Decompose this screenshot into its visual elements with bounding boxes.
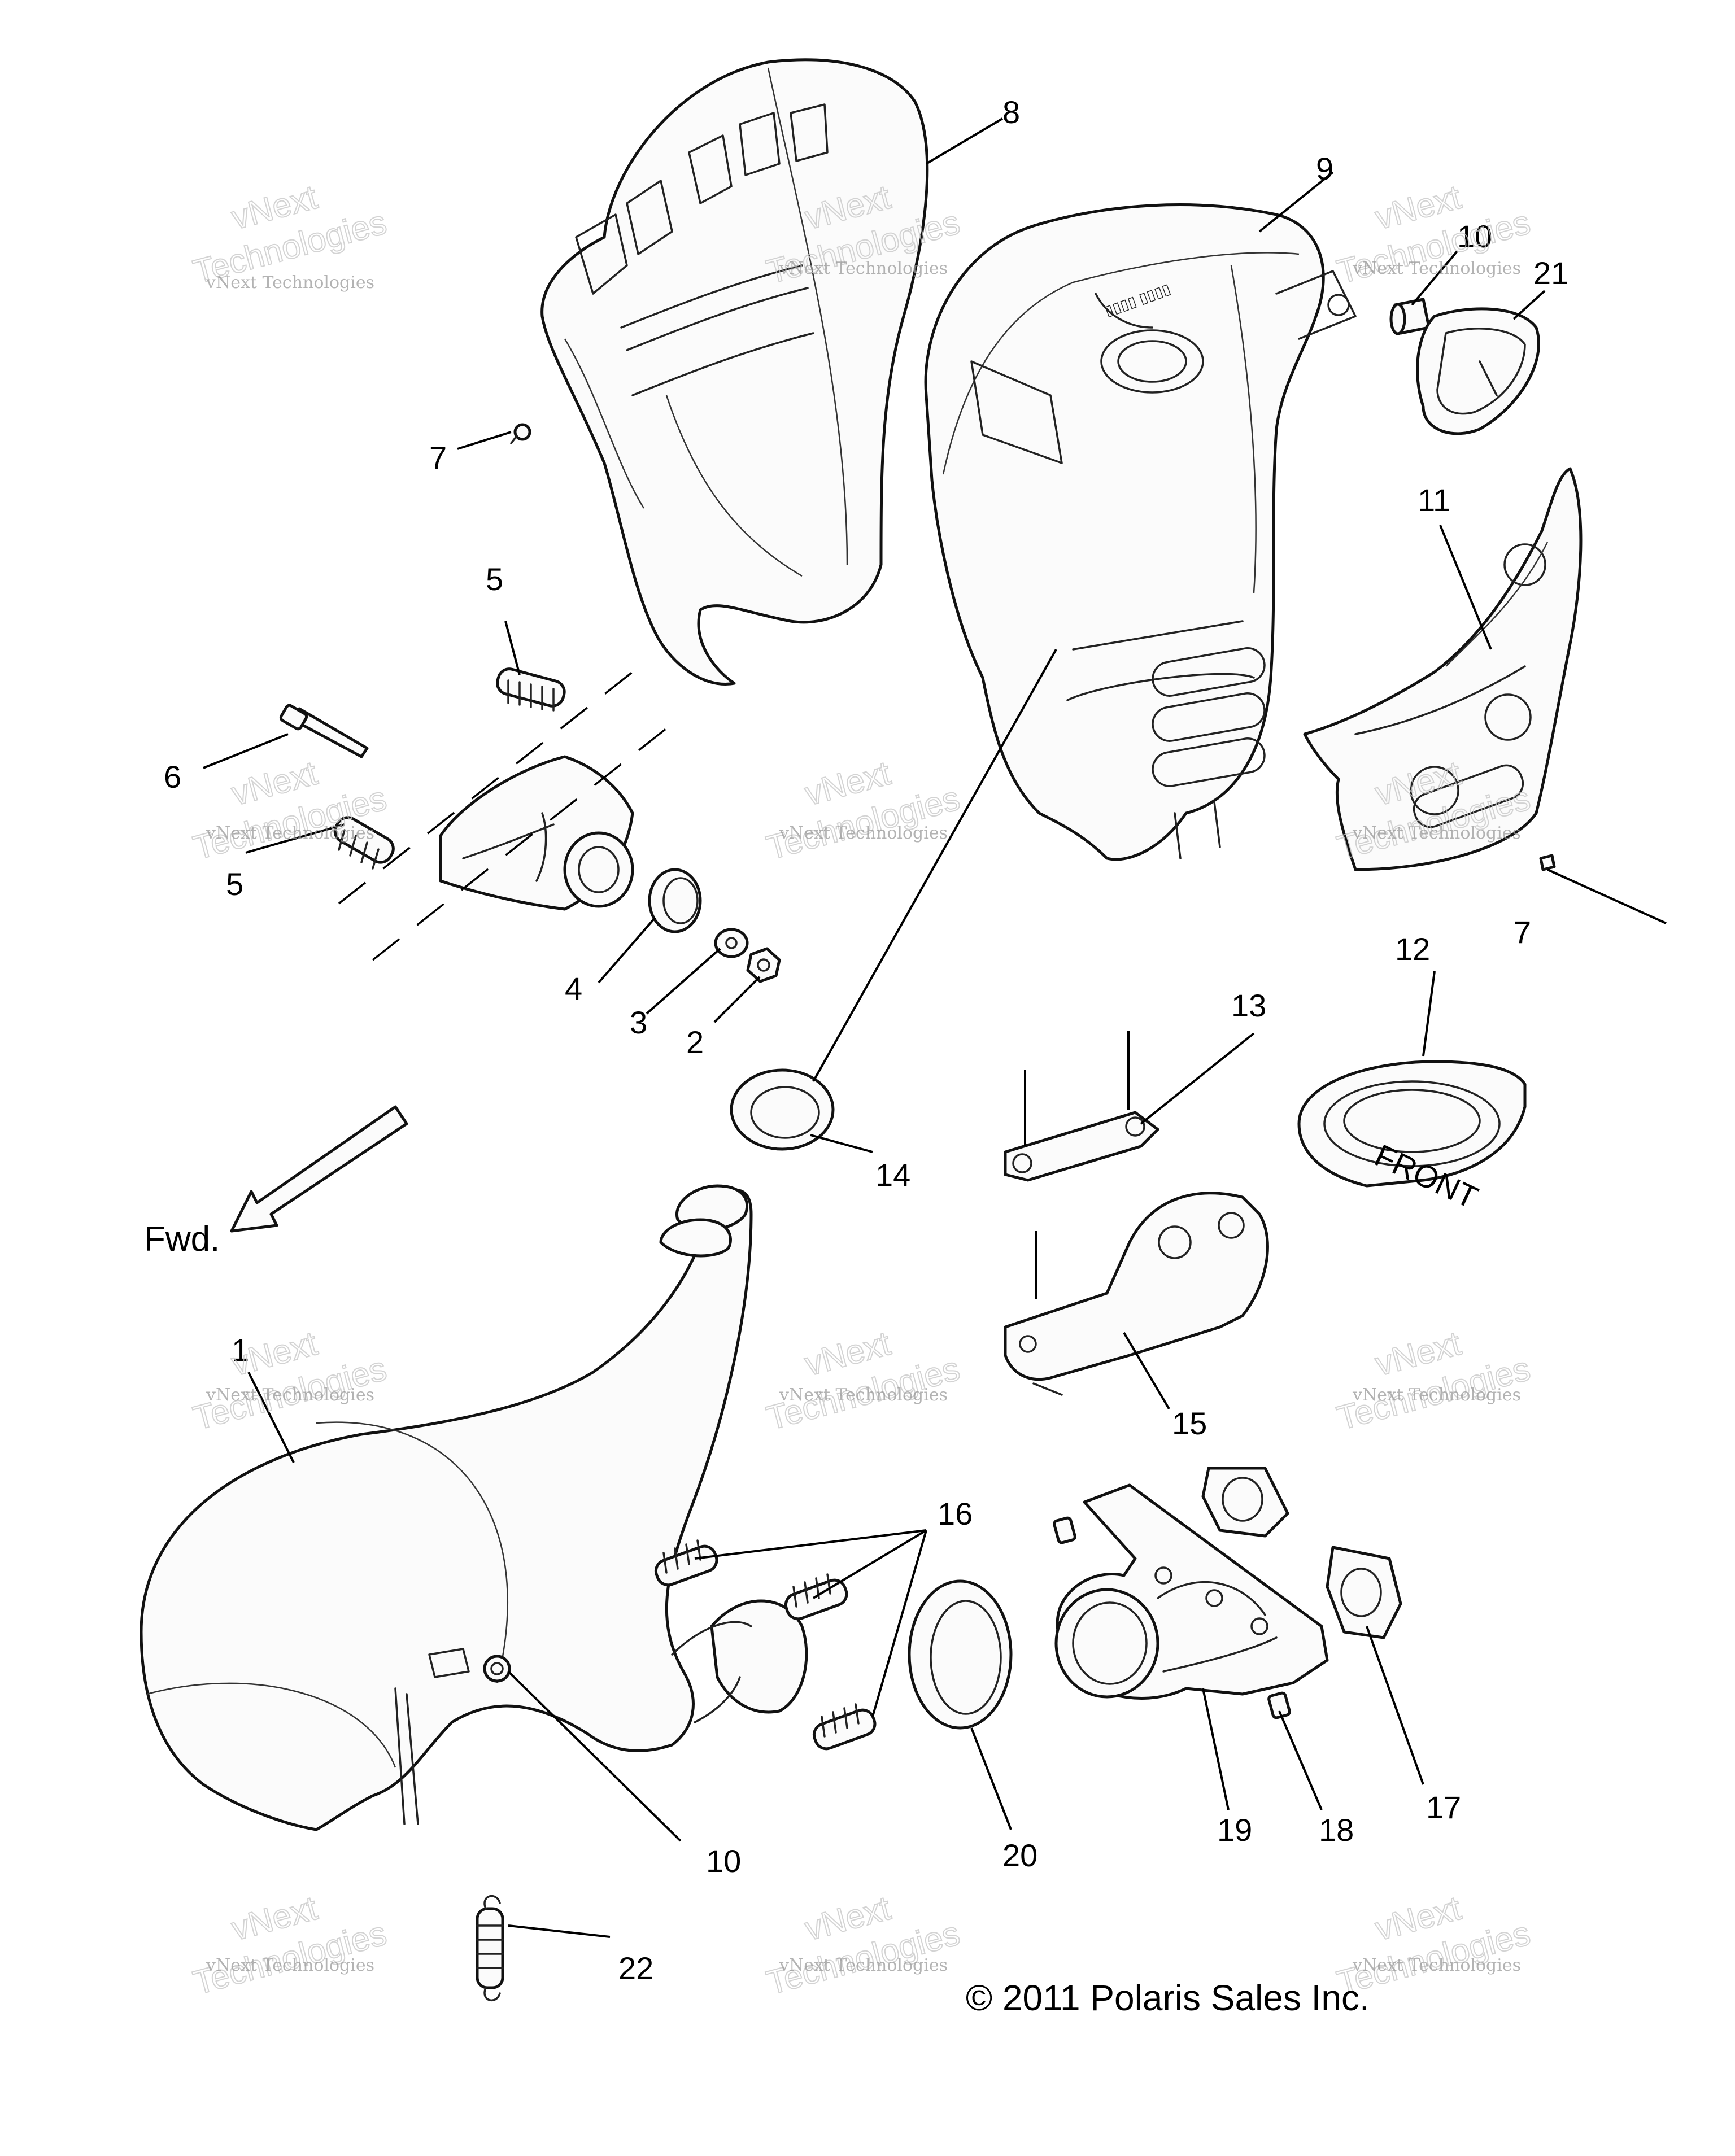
- callout-11: 11: [1418, 482, 1450, 518]
- part-5-spring-lower: [333, 816, 395, 870]
- part-17-gasket: [1326, 1546, 1402, 1639]
- forward-arrow: [230, 1105, 408, 1233]
- part-2-nut: [746, 947, 781, 983]
- callout-19: 19: [1217, 1812, 1252, 1848]
- part-10-plug-upper: [1389, 298, 1431, 335]
- centerline-b: [372, 727, 668, 961]
- callout-20: 20: [1002, 1838, 1037, 1873]
- copyright-text: © 2011 Polaris Sales Inc.: [966, 1978, 1370, 2018]
- callout-7-left: 7: [429, 440, 447, 475]
- part-8-heat-shield: [540, 58, 929, 686]
- callout-6: 6: [164, 759, 181, 795]
- callout-10-upper: 10: [1457, 219, 1492, 254]
- callout-3: 3: [630, 1005, 647, 1040]
- watermark-text-8: vNext Technologies: [779, 1385, 948, 1405]
- part-21-gasket: [1416, 307, 1540, 435]
- part-7-bolt-left: [510, 423, 531, 444]
- callout-12: 12: [1395, 931, 1430, 967]
- watermark-10: vNext Technologies: [189, 1888, 391, 2002]
- watermark-text-2: vNext Technologies: [779, 259, 948, 278]
- watermark-text-1: vNext Technologies: [206, 273, 374, 293]
- part-6-bolt: [279, 704, 369, 758]
- callout-17: 17: [1426, 1790, 1461, 1825]
- callout-4: 4: [565, 971, 582, 1006]
- watermark-text-11: vNext Technologies: [779, 1956, 948, 1975]
- part-3-washer: [714, 928, 749, 958]
- part-1-exhaust-pipe: [140, 1184, 808, 1831]
- callout-21: 21: [1533, 255, 1568, 291]
- part-18-bolt: [1053, 1516, 1291, 1719]
- part-5-spring-upper: [496, 667, 566, 712]
- watermark-text-9: vNext Technologies: [1352, 1385, 1521, 1405]
- part-19-manifold: [1054, 1483, 1329, 1700]
- part-12-flange: FRONT: [1297, 1060, 1527, 1215]
- callout-14: 14: [875, 1157, 910, 1193]
- leader-lines: [203, 117, 1667, 1938]
- callout-8: 8: [1002, 94, 1020, 130]
- callout-22: 22: [618, 1950, 653, 1986]
- watermark-7: vNext Technologies: [189, 1324, 391, 1438]
- watermark-text-10: vNext Technologies: [206, 1956, 374, 1975]
- callout-10-lower: 10: [706, 1843, 741, 1879]
- watermark-text-3: vNext Technologies: [1352, 259, 1521, 278]
- watermark-text-12: vNext Technologies: [1352, 1956, 1521, 1975]
- part-7-bolt-right: [1539, 854, 1556, 871]
- watermark-text-6: vNext Technologies: [1352, 823, 1521, 843]
- part-16-spring-3: [812, 1703, 877, 1751]
- part-13-bracket: [1004, 1111, 1159, 1182]
- watermark-text-5: vNext Technologies: [779, 823, 948, 843]
- part-22-spring: [476, 1895, 504, 2002]
- watermark-11: vNext Technologies: [762, 1888, 964, 2002]
- fwd-label: Fwd.: [144, 1220, 220, 1259]
- watermark-8: vNext Technologies: [762, 1324, 964, 1438]
- callout-5-lower: 5: [226, 866, 243, 902]
- part-4-grommet: [648, 868, 702, 933]
- callout-5-upper: 5: [486, 561, 503, 597]
- part-14-seal-ring: [730, 1068, 835, 1151]
- callout-7-right: 7: [1514, 914, 1531, 950]
- callout-1: 1: [232, 1332, 249, 1368]
- watermarks: vNext Technologies vNext Technologies vN…: [189, 177, 1535, 2002]
- part-15-bracket: [1004, 1192, 1269, 1396]
- callout-18: 18: [1319, 1812, 1354, 1848]
- callout-2: 2: [686, 1024, 704, 1060]
- part-9-muffler: ▯▯▯▯ ▯▯▯▯: [924, 203, 1357, 861]
- watermark-9: vNext Technologies: [1332, 1324, 1535, 1438]
- watermark-1: vNext Technologies: [189, 177, 391, 291]
- part-16-spring-1: [654, 1539, 718, 1587]
- callout-15: 15: [1172, 1406, 1207, 1441]
- bracket-assembly: [439, 755, 634, 911]
- part-11-heat-shield: [1303, 467, 1583, 871]
- part-20-seal-ring: [908, 1579, 1013, 1730]
- callout-13: 13: [1231, 988, 1266, 1023]
- callout-9: 9: [1316, 151, 1333, 186]
- part-17-gasket-upper: [1201, 1467, 1289, 1538]
- part-16-spring-2: [784, 1573, 848, 1621]
- watermark-5: vNext Technologies: [762, 753, 964, 867]
- callout-16: 16: [938, 1496, 973, 1531]
- centerline-a: [338, 671, 634, 905]
- callouts: 8 9 10 21 7 11 5 6 5 7 4 3 2 12 13 14 15…: [164, 94, 1568, 1986]
- watermark-text-7: vNext Technologies: [206, 1385, 374, 1405]
- watermark-text-4: vNext Technologies: [206, 823, 374, 843]
